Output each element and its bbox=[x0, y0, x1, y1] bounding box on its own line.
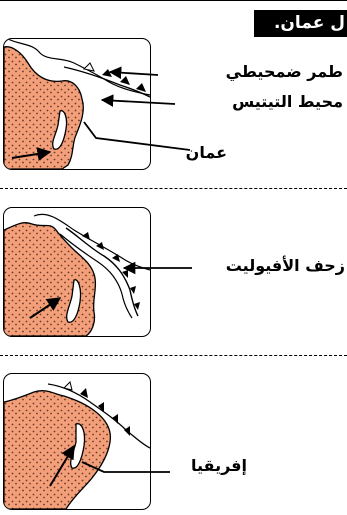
collision-tooth bbox=[80, 388, 88, 398]
panel-subduction bbox=[3, 38, 151, 170]
obduction-map bbox=[4, 213, 150, 336]
collision-map bbox=[4, 381, 150, 509]
label-ophiolite: زحف الأفيوليت bbox=[225, 256, 345, 275]
coastline bbox=[33, 213, 150, 271]
label-trench: طمر ضمحيطي bbox=[225, 62, 343, 81]
panel-collision bbox=[3, 373, 151, 510]
label-africa: إفريقيا bbox=[191, 456, 247, 475]
africa-arabia-landmass bbox=[4, 390, 112, 509]
oman-gulf-inlet bbox=[66, 279, 82, 323]
arabia-landmass bbox=[4, 46, 84, 169]
panel-obduction bbox=[3, 207, 151, 337]
figure-title: ل عمان. bbox=[254, 10, 347, 37]
separator bbox=[0, 355, 347, 356]
ophiolite-belt bbox=[65, 227, 139, 317]
obduction-tooth bbox=[112, 254, 120, 262]
collision-tooth bbox=[124, 426, 130, 436]
obduction-tooth bbox=[96, 242, 104, 250]
label-oman: عمان bbox=[185, 143, 227, 162]
top-rule bbox=[0, 0, 347, 1]
subduction-map bbox=[4, 39, 150, 169]
coastline bbox=[7, 39, 150, 96]
collision-tooth bbox=[98, 402, 104, 412]
label-tethys-ocean: محيط التيتيس bbox=[232, 92, 343, 111]
obduction-tooth bbox=[134, 302, 140, 310]
subduction-tooth bbox=[102, 69, 112, 77]
oman-gulf-inlet bbox=[52, 110, 68, 150]
subduction-line bbox=[63, 66, 150, 98]
obduction-tooth bbox=[82, 232, 90, 240]
ophiolite-belt-inner bbox=[59, 233, 133, 319]
subduction-tooth bbox=[120, 76, 130, 85]
subduction-tooth bbox=[136, 83, 146, 92]
collision-tooth bbox=[112, 414, 118, 424]
separator bbox=[0, 188, 347, 189]
obduction-tooth bbox=[130, 286, 136, 294]
subduction-tooth bbox=[82, 62, 95, 72]
collision-tooth bbox=[63, 381, 73, 391]
collision-coastline bbox=[47, 383, 150, 449]
